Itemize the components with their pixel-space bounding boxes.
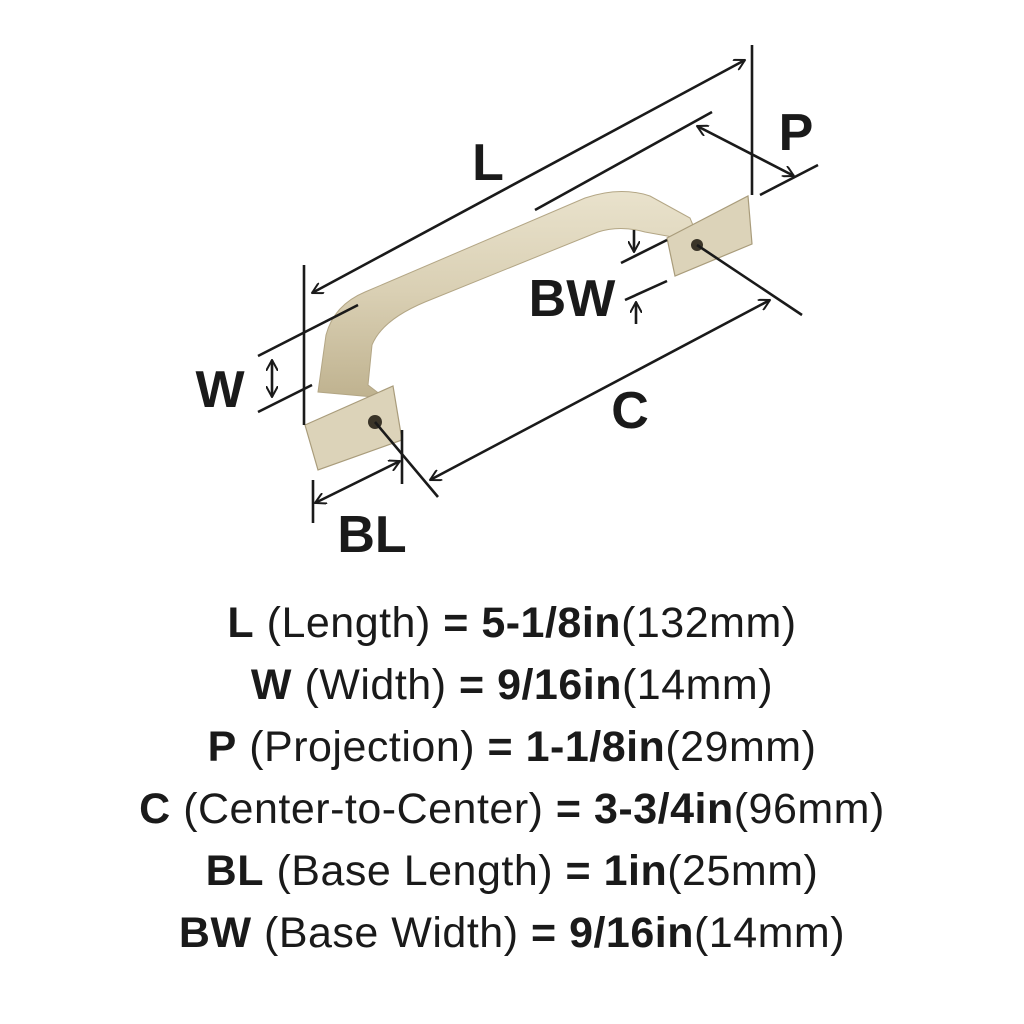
spec-key: W <box>250 661 293 709</box>
spec-imperial: 1in <box>603 847 668 895</box>
base-length-dimension: BL <box>311 430 407 564</box>
spec-base-width: BW (Base Width) = 9/16in(14mm) <box>0 902 1024 964</box>
width-dimension: W <box>195 303 359 419</box>
spec-name: (Length) <box>266 599 431 647</box>
length-dimension: L <box>302 45 754 425</box>
spec-base-length: BL (Base Length) = 1in(25mm) <box>0 840 1024 902</box>
spec-projection: P (Projection) = 1-1/8in(29mm) <box>0 716 1024 778</box>
spec-key: BL <box>205 847 264 895</box>
spec-equals: = <box>487 723 514 771</box>
spec-name: (Center-to-Center) <box>183 785 544 833</box>
spec-imperial: 9/16in <box>569 909 694 957</box>
spec-key: L <box>227 599 255 647</box>
spec-key: P <box>207 723 237 771</box>
spec-metric: (29mm) <box>665 723 817 771</box>
label-bw: BW <box>529 270 617 328</box>
spec-key: C <box>139 785 171 833</box>
spec-metric: (96mm) <box>733 785 885 833</box>
spec-center-to-center: C (Center-to-Center) = 3-3/4in(96mm) <box>0 778 1024 840</box>
spec-key: BW <box>178 909 252 957</box>
specifications-list: L (Length) = 5-1/8in(132mm) W (Width) = … <box>0 592 1024 964</box>
label-p: P <box>779 104 814 162</box>
left-base <box>304 385 403 471</box>
center-to-center-dimension: C <box>374 243 803 498</box>
spec-equals: = <box>555 785 582 833</box>
spec-length: L (Length) = 5-1/8in(132mm) <box>0 592 1024 654</box>
right-base <box>666 195 753 277</box>
spec-equals: = <box>530 909 557 957</box>
spec-metric: (14mm) <box>621 661 774 709</box>
spec-metric: (14mm) <box>693 909 846 957</box>
spec-imperial: 3-3/4in <box>593 785 734 833</box>
spec-equals: = <box>458 661 485 709</box>
dimension-diagram: L P W BW C BL <box>195 45 819 564</box>
spec-name: (Base Length) <box>276 847 554 895</box>
label-c: C <box>611 382 649 440</box>
spec-metric: (25mm) <box>667 847 819 895</box>
projection-dimension: P <box>534 104 819 212</box>
spec-imperial: 9/16in <box>497 661 622 709</box>
label-bl: BL <box>337 506 406 564</box>
spec-equals: = <box>443 599 469 647</box>
spec-metric: (132mm) <box>621 599 797 647</box>
spec-imperial: 5-1/8in <box>481 599 622 647</box>
label-w: W <box>195 361 245 419</box>
spec-name: (Base Width) <box>264 909 519 957</box>
spec-name: (Width) <box>304 661 447 709</box>
spec-width: W (Width) = 9/16in(14mm) <box>0 654 1024 716</box>
spec-equals: = <box>565 847 592 895</box>
label-l: L <box>472 134 504 192</box>
spec-name: (Projection) <box>249 723 476 771</box>
spec-imperial: 1-1/8in <box>525 723 666 771</box>
